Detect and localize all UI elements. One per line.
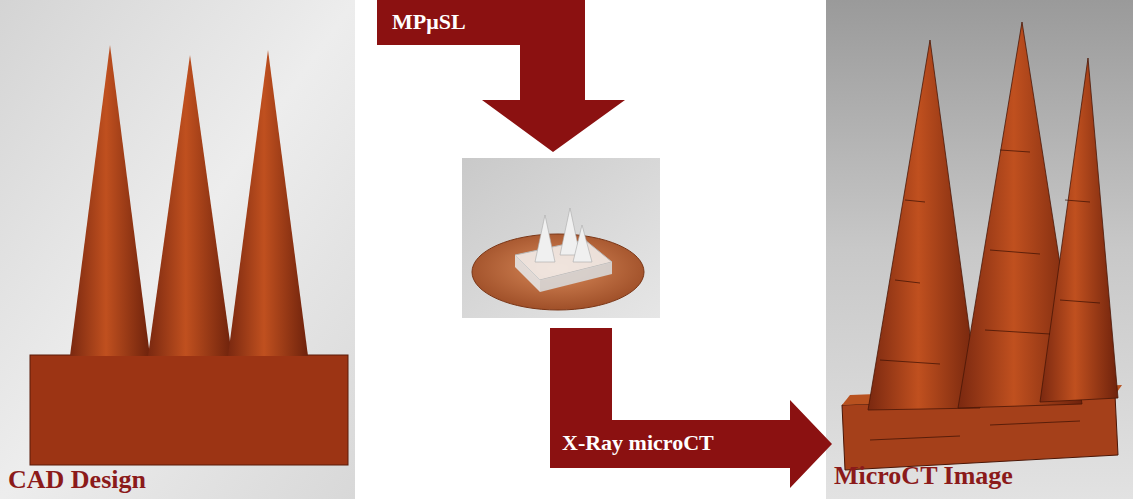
panel-caption: MicroCT Image	[834, 462, 1013, 491]
ct-cone	[868, 40, 980, 410]
process-arrow	[377, 0, 625, 152]
printed-block	[540, 262, 612, 292]
printed-cone	[535, 215, 555, 262]
photo-ground	[462, 158, 660, 318]
arrow-label: MPμSL	[392, 10, 466, 34]
ct-texture	[870, 150, 1100, 440]
panel-caption: CAD Design	[8, 466, 146, 495]
ct-cone	[1040, 58, 1118, 402]
cad-base	[30, 355, 348, 465]
cad-cone	[70, 45, 150, 356]
image-panel: CAD Design	[0, 0, 355, 499]
panel-ground	[0, 0, 355, 499]
cad-cone	[148, 55, 232, 356]
cad-cone	[228, 50, 308, 356]
arrow-label: X-Ray microCT	[562, 431, 714, 455]
process-arrow	[550, 328, 832, 488]
panel-ground	[826, 0, 1133, 499]
penny	[472, 234, 644, 310]
image-panel: MicroCT Image	[826, 0, 1133, 499]
printed-cone	[573, 225, 592, 262]
